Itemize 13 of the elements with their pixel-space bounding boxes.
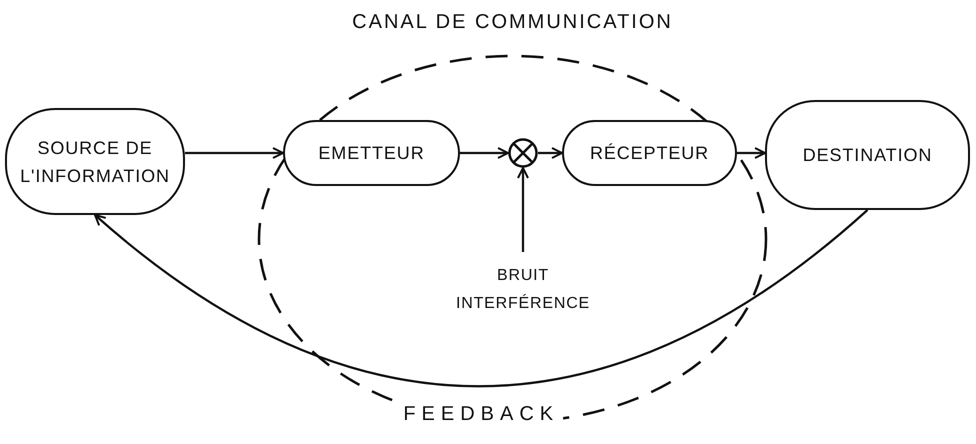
rounded-box [765, 100, 970, 210]
box-label: EMETTEUR [318, 142, 425, 165]
box-label: DESTINATION [802, 144, 932, 167]
box-label: SOURCE DE L'INFORMATION [20, 136, 170, 188]
channel-heading: CANAL DE COMMUNICATION [351, 10, 674, 35]
arrow [460, 147, 509, 159]
arrow [538, 147, 563, 159]
arrow [94, 209, 868, 388]
mixer-circle-symbol [508, 138, 538, 168]
box-label: RÉCEPTEUR [590, 142, 710, 165]
arrow [737, 147, 766, 159]
arrow [517, 167, 529, 252]
arrow [185, 147, 284, 159]
